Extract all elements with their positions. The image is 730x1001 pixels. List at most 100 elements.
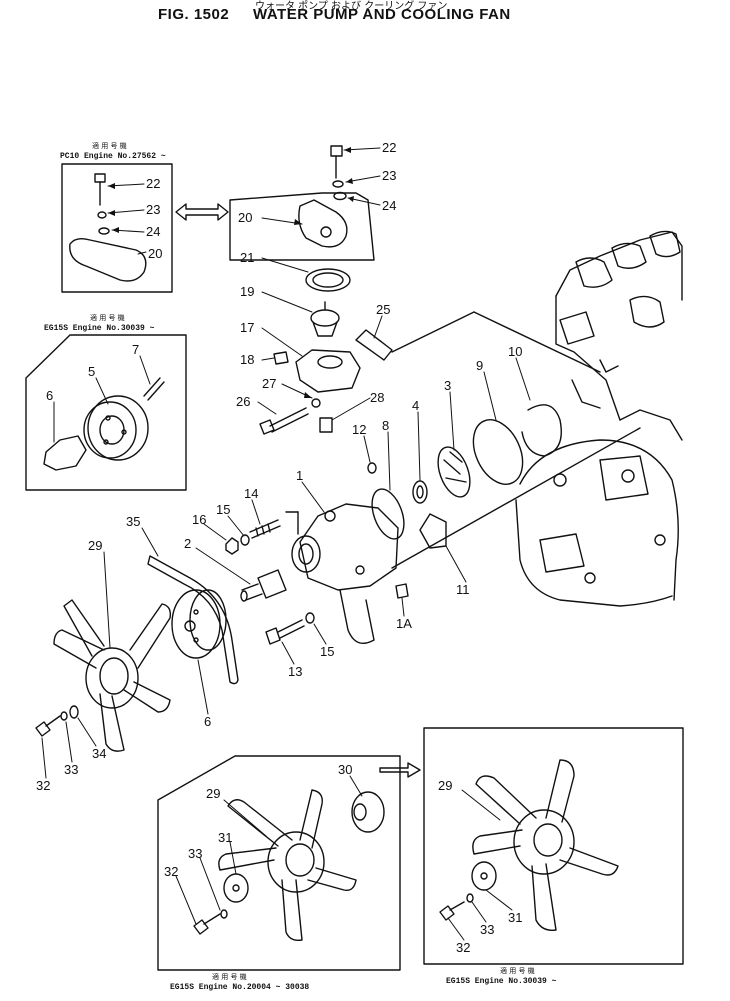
engine-block (515, 230, 683, 607)
nut-16 (225, 537, 239, 555)
inset-frame-bottom-mid (157, 755, 401, 971)
callout: 20 (238, 210, 252, 225)
callout: 28 (370, 390, 384, 405)
callout: 16 (192, 512, 206, 527)
water-outlet-elbow (298, 199, 348, 248)
shaft-bearing-2 (240, 569, 287, 602)
callout: 2 (184, 536, 191, 551)
callout: 12 (352, 422, 366, 437)
elbow-bolt-hole (320, 226, 332, 238)
double-arrow-bottom (379, 762, 421, 778)
flange-6-inset (43, 435, 87, 471)
guide-line-3 (391, 427, 641, 569)
washer-33-inset-mid (220, 909, 228, 919)
guide-line-2 (473, 311, 601, 373)
bolt-32-inset-mid (193, 913, 221, 935)
washer-15 (240, 534, 250, 546)
washer-34 (69, 705, 79, 719)
callout: 22 (382, 140, 396, 155)
callout: 10 (508, 344, 522, 359)
bolt-32 (35, 715, 61, 737)
o-ring-8 (371, 488, 405, 540)
housing-opening (317, 355, 343, 369)
callout: 27 (262, 376, 276, 391)
callout: 33 (480, 922, 494, 937)
callout: 31 (218, 830, 232, 845)
double-arrow-top (175, 203, 229, 221)
callout: 15 (216, 502, 230, 517)
callout: 19 (240, 284, 254, 299)
callout: 23 (146, 202, 160, 217)
plate-31-inset-right (471, 861, 497, 891)
cooling-fan-29-inset-mid (218, 789, 357, 942)
elbow-group-frame (229, 192, 375, 261)
washer-24-inset (98, 227, 110, 235)
bolt-13 (265, 619, 305, 645)
gasket-ring-21 (305, 268, 351, 292)
callout: 26 (236, 394, 250, 409)
o-ring-9 (472, 419, 524, 485)
callout: 9 (476, 358, 483, 373)
callout: 20 (148, 246, 162, 261)
callout: 24 (146, 224, 160, 239)
washer-33-inset-right (466, 893, 474, 903)
caption-bottom-mid-japanese: 適 用 号 機 (212, 973, 247, 981)
figure-title: WATER PUMP AND COOLING FAN (253, 6, 511, 23)
callout: 17 (240, 320, 254, 335)
spacer-30 (351, 791, 385, 833)
bolt-32-inset-right (439, 901, 465, 921)
plug-12 (367, 462, 377, 474)
bolt-7-inset (143, 377, 165, 401)
gasket-11 (419, 513, 447, 549)
guide-line-1 (391, 311, 475, 353)
snap-ring-10 (521, 404, 562, 457)
leader-arrowheads (108, 147, 354, 398)
callout-numbers: 22 23 24 20 22 23 24 20 21 19 25 17 18 2… (36, 140, 522, 955)
thermostat-housing-17 (295, 349, 361, 393)
water-outlet-elbow-inset (69, 237, 147, 282)
callout: 24 (382, 198, 396, 213)
plug-1A (395, 583, 409, 599)
callout: 8 (382, 418, 389, 433)
callout: 14 (244, 486, 258, 501)
inset-frame-mid-left (25, 334, 187, 491)
pulley-5-inset (83, 395, 149, 461)
callout: 4 (412, 398, 419, 413)
figure-number: FIG. 1502 (158, 6, 230, 23)
callout: 23 (382, 168, 396, 183)
callout: 21 (240, 250, 254, 265)
washer-27 (311, 398, 321, 408)
callout: 3 (444, 378, 451, 393)
washer-15b (305, 612, 315, 624)
washer-33 (60, 711, 68, 721)
caption-top-left-japanese: 適 用 号 機 (92, 142, 127, 150)
callout: 32 (36, 778, 50, 793)
thermostat-19 (310, 301, 340, 337)
washer-23 (332, 180, 344, 188)
gasket-ring-21-inner (312, 272, 344, 288)
pulley-6 (171, 589, 227, 659)
stud-14 (249, 519, 281, 539)
sleeve-28 (319, 417, 333, 433)
caption-mid-left-japanese: 適 用 号 機 (90, 314, 125, 322)
callout: 5 (88, 364, 95, 379)
cooling-fan-29 (53, 599, 172, 752)
callout: 34 (92, 746, 106, 761)
figure-title-japanese: ウォータ ポンプ および クーリング ファン (255, 1, 448, 12)
caption-bottom-mid: EG15S Engine No.20004 ~ 30038 (170, 983, 310, 992)
callout: 35 (126, 514, 140, 529)
callout: 31 (508, 910, 522, 925)
callout: 29 (206, 786, 220, 801)
caption-top-left: PC10 Engine No.27562 ~ (60, 152, 166, 161)
cooling-fan-29-inset-right (472, 759, 619, 931)
water-pump-body-1 (291, 503, 399, 644)
leader-lines (41, 147, 531, 941)
callout: 1A (396, 616, 412, 631)
inset-frame-top-left (61, 163, 173, 293)
callout: 32 (456, 940, 470, 955)
callout: 7 (132, 342, 139, 357)
impeller-3 (437, 446, 471, 498)
callout: 18 (240, 352, 254, 367)
